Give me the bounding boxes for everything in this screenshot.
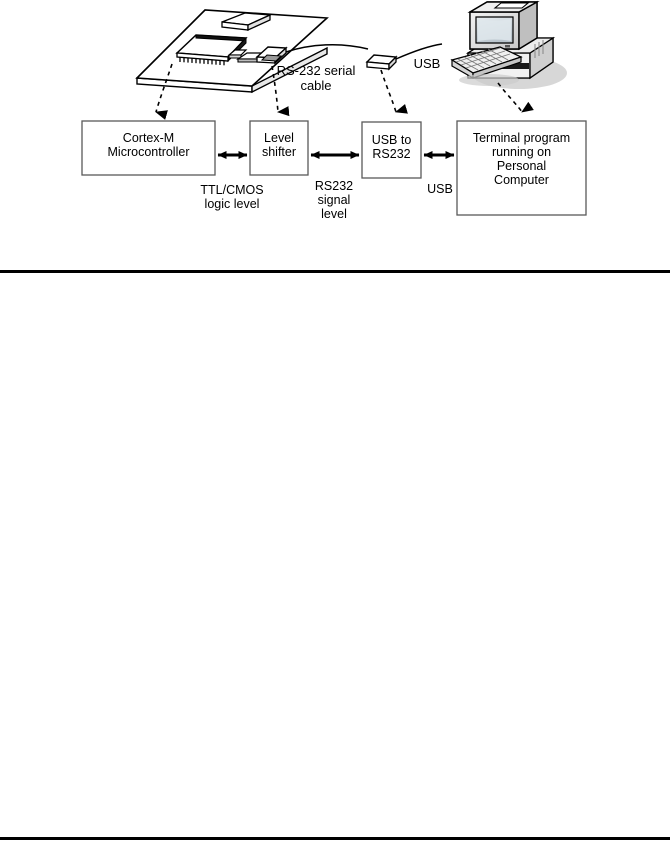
- box-cortex-m-microcontroller-label: Cortex-M Microcontroller: [107, 131, 190, 159]
- pcb-board-illustration: [135, 9, 329, 94]
- box-usb-to-rs232-label: USB to RS232: [371, 133, 412, 161]
- usb-cable-curve: [395, 43, 443, 60]
- box-terminal-program[interactable]: [456, 120, 587, 216]
- box-level-shifter-label: Level shifter: [261, 131, 297, 159]
- callout-pcb-to-mcu: [155, 63, 173, 120]
- rs232-cable-curve: [285, 43, 369, 53]
- box-cortex-m-microcontroller[interactable]: [81, 120, 216, 176]
- usb-cable-label: USB: [413, 56, 441, 71]
- usb-connector-illustration: [365, 54, 398, 71]
- lower-rule: [0, 837, 670, 840]
- rs232-cable-label: RS-232 serial cable: [276, 63, 356, 93]
- callout-computer-to-terminal: [497, 82, 534, 113]
- label-usb-link: USB: [427, 182, 453, 196]
- box-level-shifter[interactable]: [249, 120, 309, 176]
- callout-pcb-connector-to-level-shifter: [271, 65, 290, 117]
- box-terminal-program-label: Terminal program running on Personal Com…: [472, 131, 571, 187]
- desktop-computer-illustration: [450, 0, 567, 89]
- upper-rule: [0, 270, 670, 273]
- label-ttl-cmos-logic-level: TTL/CMOS logic level: [200, 183, 264, 211]
- callout-usb-plug-to-usb-rs232: [380, 69, 408, 114]
- box-usb-to-rs232[interactable]: [361, 121, 422, 179]
- label-rs232-signal-level: RS232 signal level: [314, 179, 354, 221]
